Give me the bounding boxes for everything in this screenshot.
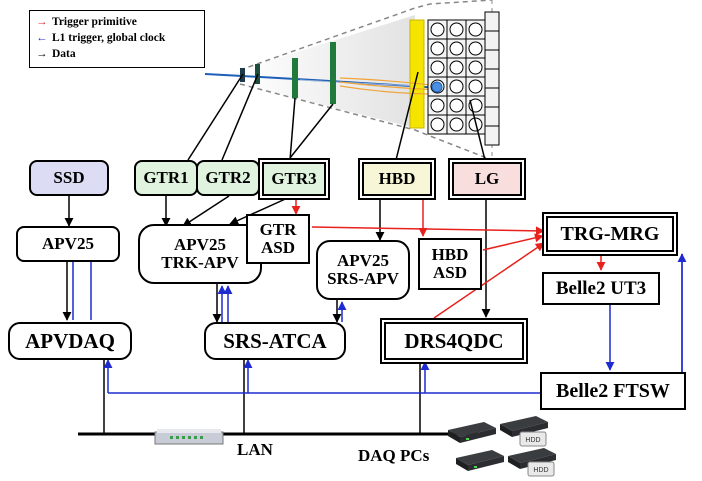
detector-setup [204, 0, 500, 161]
svg-text:HDD: HDD [533, 467, 548, 474]
pmt-circle [430, 60, 445, 75]
legend-data-label: Data [52, 48, 76, 60]
module-srs-atca: SRS-ATCA [204, 322, 346, 360]
lg-block [484, 49, 500, 70]
module-hbd-asd: HBD ASD [418, 238, 482, 290]
legend: → Trigger primitive ← L1 trigger, global… [29, 10, 205, 68]
pc-icon [448, 422, 496, 443]
legend-data: → Data [36, 46, 198, 62]
blue-arrow-icon: ← [36, 32, 48, 44]
hdd-icon: HDD [527, 461, 555, 477]
legend-trigger: → Trigger primitive [36, 14, 198, 30]
pmt-circle [449, 22, 464, 37]
l1-clock-lines [68, 247, 687, 394]
detector-ssd: SSD [29, 160, 109, 196]
lan-label: LAN [237, 440, 273, 459]
module-apv25: APV25 [16, 226, 120, 262]
pmt-circle [449, 79, 464, 94]
network-switch-icon [154, 429, 224, 445]
lg-block [484, 106, 500, 127]
pc-icon [456, 450, 504, 471]
pmt-circle [468, 41, 483, 56]
legend-trigger-label: Trigger primitive [52, 16, 137, 28]
lg-block [484, 68, 500, 89]
pmt-circle [430, 41, 445, 56]
data-lines [62, 71, 491, 436]
pmt-circle [468, 60, 483, 75]
pmt-circle [468, 79, 483, 94]
pmt-circle [468, 22, 483, 37]
module-trg-mrg: TRG-MRG [546, 216, 674, 252]
detector-hbd: HBD [362, 162, 432, 196]
detector-lg: LG [452, 162, 522, 196]
module-belle2-ftsw: Belle2 FTSW [540, 372, 686, 410]
gtr3-plane [330, 42, 336, 104]
hit-marker [431, 81, 443, 93]
module-apv25-srs-apv: APV25 SRS-APV [316, 240, 410, 300]
pmt-circle [449, 60, 464, 75]
pmt-circle [430, 98, 445, 113]
lg-calorimeter [427, 11, 500, 146]
pmt-circle [449, 98, 464, 113]
detector-gtr1: GTR1 [134, 160, 198, 196]
black-arrow-icon: → [36, 48, 48, 60]
lg-block [484, 11, 500, 32]
daq-pc-icons: HDD HDD [448, 416, 556, 477]
module-apvdaq: APVDAQ [8, 322, 132, 360]
module-gtr-asd: GTR ASD [246, 214, 310, 264]
hdd-icon: HDD [519, 431, 547, 447]
legend-l1: ← L1 trigger, global clock [36, 30, 198, 46]
detector-gtr3: GTR3 [262, 162, 326, 196]
pmt-circle [430, 117, 445, 132]
pmt-circle [449, 117, 464, 132]
svg-text:HDD: HDD [525, 437, 540, 444]
daq-pcs-label: DAQ PCs [358, 446, 430, 465]
gtr1-plane [292, 58, 298, 98]
detector-gtr2: GTR2 [196, 160, 260, 196]
red-arrow-icon: → [36, 16, 48, 28]
lg-block [484, 125, 500, 146]
lg-block [484, 30, 500, 51]
pmt-circle [449, 41, 464, 56]
module-drs4qdc: DRS4QDC [384, 322, 524, 360]
module-apv25-trk-apv: APV25 TRK-APV [138, 224, 262, 284]
lg-block [484, 87, 500, 108]
module-belle2-ut3: Belle2 UT3 [542, 272, 660, 305]
pmt-circle [430, 22, 445, 37]
legend-l1-label: L1 trigger, global clock [52, 32, 166, 44]
trigger-lines [291, 196, 606, 319]
